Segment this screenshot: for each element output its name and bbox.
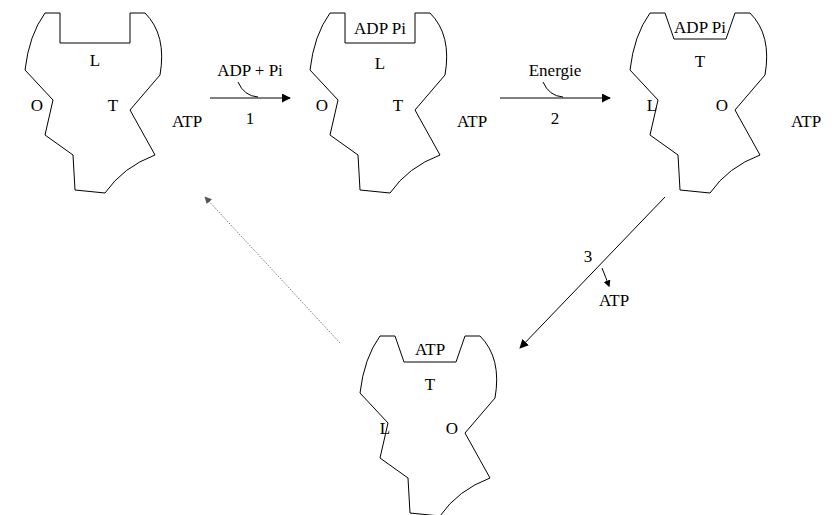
output-hook bbox=[602, 268, 609, 286]
site-label: ATP bbox=[791, 113, 821, 130]
site-label: T bbox=[393, 97, 403, 114]
molecule-label: ADP + Pi bbox=[217, 62, 283, 79]
site-label: ATP bbox=[172, 113, 202, 130]
site-label: O bbox=[316, 97, 328, 114]
site-label: ATP bbox=[415, 341, 445, 358]
site-label: O bbox=[716, 97, 728, 114]
input-hook bbox=[238, 82, 258, 97]
site-label: ADP Pi bbox=[354, 20, 406, 37]
reaction-arrow bbox=[210, 98, 290, 99]
synthase-state: ATP T L O bbox=[340, 328, 520, 515]
synthase-state: ADP Pi L O T ATP bbox=[290, 5, 500, 197]
site-label: T bbox=[425, 376, 435, 393]
molecule-label: Energie bbox=[529, 62, 582, 79]
site-label: ATP bbox=[457, 113, 487, 130]
step-number: 1 bbox=[246, 110, 255, 127]
site-label: T bbox=[108, 97, 118, 114]
site-label: L bbox=[647, 97, 657, 114]
reaction-arrow bbox=[500, 98, 610, 99]
synthase-state: ADP Pi T L O ATP bbox=[610, 5, 835, 197]
site-label: O bbox=[31, 97, 43, 114]
site-label: L bbox=[90, 52, 100, 69]
molecule-label: ATP bbox=[599, 292, 629, 309]
input-hook bbox=[543, 82, 563, 97]
reaction-arrow bbox=[520, 197, 665, 348]
step-number: 3 bbox=[584, 248, 593, 265]
site-label: ADP Pi bbox=[674, 19, 726, 36]
step-number: 2 bbox=[551, 110, 560, 127]
site-label: T bbox=[695, 53, 705, 70]
site-label: L bbox=[375, 55, 385, 72]
site-label: L bbox=[380, 420, 390, 437]
site-label: O bbox=[446, 420, 458, 437]
reaction-arrow bbox=[205, 197, 340, 343]
synthase-state: L O T ATP bbox=[5, 5, 210, 197]
